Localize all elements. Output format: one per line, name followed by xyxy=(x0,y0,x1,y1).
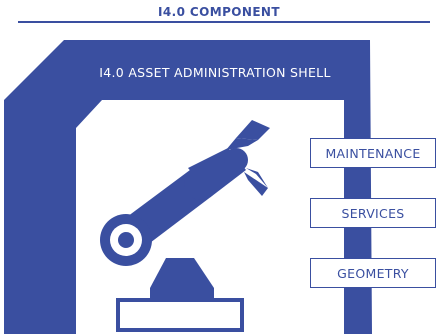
admin-shell-frame xyxy=(4,40,372,334)
submodel-services: SERVICES xyxy=(310,198,436,228)
robot-arm-icon xyxy=(100,120,270,332)
submodel-maintenance: MAINTENANCE xyxy=(310,138,436,168)
header-divider xyxy=(18,21,430,23)
submodel-geometry: GEOMETRY xyxy=(310,258,436,288)
admin-shell-title: I4.0 ASSET ADMINISTRATION SHELL xyxy=(99,64,331,80)
component-title: I4.0 COMPONENT xyxy=(158,5,280,19)
